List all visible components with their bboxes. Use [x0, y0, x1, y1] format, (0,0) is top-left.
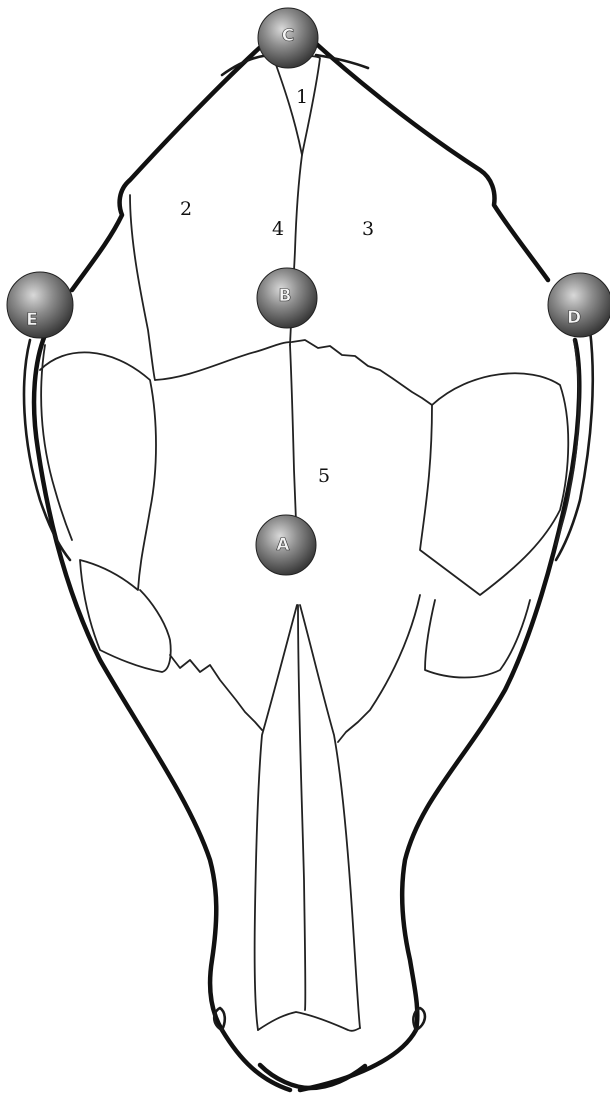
- marker-c: C: [258, 8, 318, 68]
- frontoparietal-suture: [155, 340, 432, 405]
- region-label-2: 2: [180, 198, 192, 220]
- marker-d: D: [548, 273, 610, 337]
- region-label-3: 3: [362, 218, 374, 240]
- svg-text:D: D: [567, 308, 581, 328]
- marker-a: A: [256, 515, 316, 575]
- svg-text:C: C: [282, 26, 294, 46]
- nasal-bone-right: [300, 605, 360, 1028]
- svg-text:E: E: [26, 310, 38, 330]
- svg-text:A: A: [276, 535, 290, 555]
- nasal-tip: [258, 1012, 360, 1031]
- region-label-4: 4: [272, 218, 284, 240]
- left-frontal-suture: [130, 195, 155, 380]
- marker-e: E: [7, 272, 73, 338]
- marker-b: B: [257, 268, 317, 328]
- nasal-bone-left: [255, 605, 297, 1030]
- parietal-lower-right: [338, 595, 420, 742]
- svg-text:B: B: [279, 286, 292, 306]
- right-temporal-fossa: [420, 373, 568, 595]
- region-label-5: 5: [318, 465, 330, 487]
- orbit-rim-left-inner: [41, 345, 72, 540]
- nasal-midline: [298, 605, 305, 1010]
- parietal-lower-left: [170, 655, 262, 730]
- region-label-1: 1: [296, 86, 308, 108]
- orbit-rim-left: [24, 340, 70, 560]
- skull-outline-left: [34, 40, 290, 1090]
- left-temporal-fossa: [40, 352, 171, 672]
